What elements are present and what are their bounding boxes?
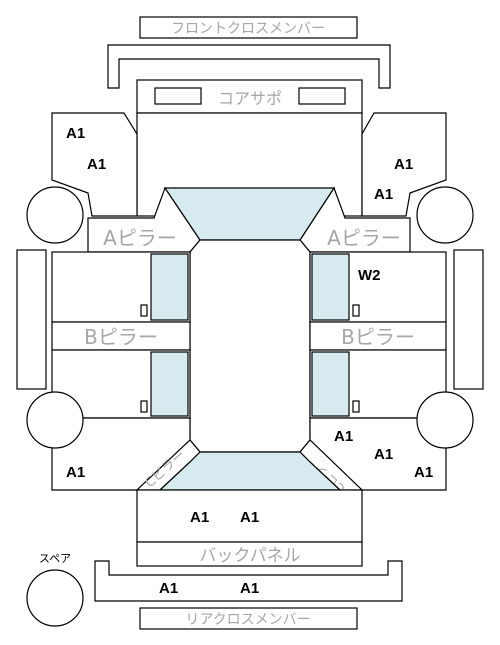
rear-cross-member-box xyxy=(139,607,358,630)
front-right-door-glass xyxy=(311,253,350,321)
rear-right-door-glass xyxy=(311,351,350,417)
core-support-label: コアサポ xyxy=(218,89,282,108)
rear-right-wheel[interactable] xyxy=(416,391,474,449)
damage-code-right-rear-quarter-1: A1 xyxy=(334,428,353,445)
rear-left-door-handle xyxy=(140,400,148,413)
headlight-left xyxy=(154,87,202,105)
damage-code-right-rear-quarter-2: A1 xyxy=(374,446,393,463)
trunk-lid[interactable] xyxy=(136,489,363,543)
rear-left-door-glass xyxy=(150,351,189,417)
front-left-door-handle xyxy=(140,304,148,317)
damage-code-right-rear-quarter-3: A1 xyxy=(414,464,433,481)
front-bumper xyxy=(107,44,391,89)
right-side-sill[interactable] xyxy=(453,249,484,390)
spare-label: スペア xyxy=(39,552,71,565)
damage-code-front-right-fender-upper: A1 xyxy=(394,156,413,173)
b-pillar-right-label: Bピラー xyxy=(341,325,415,349)
front-left-wheel[interactable] xyxy=(26,186,84,244)
a-pillar-right-label: Aピラー xyxy=(327,226,401,250)
left-side-sill[interactable] xyxy=(16,249,47,390)
front-right-door-handle xyxy=(352,304,360,317)
front-cross-member-label: フロントクロスメンバー xyxy=(171,21,325,37)
b-pillar-left-label: Bピラー xyxy=(84,325,158,349)
damage-code-right-front-door: W2 xyxy=(358,267,381,284)
damage-code-trunk-right: A1 xyxy=(240,509,259,526)
damage-code-trunk-left: A1 xyxy=(190,509,209,526)
front-right-wheel[interactable] xyxy=(416,186,474,244)
damage-code-left-rear-quarter: A1 xyxy=(66,464,85,481)
front-right-fender[interactable] xyxy=(361,112,447,217)
back-panel-label: バックパネル xyxy=(199,546,300,566)
rear-bumper[interactable] xyxy=(94,560,403,602)
damage-code-front-left-fender-lower: A1 xyxy=(87,156,106,173)
front-left-door-glass xyxy=(150,253,189,321)
damage-code-rear-bumper-left: A1 xyxy=(159,580,178,597)
rear-cross-member-label: リアクロスメンバー xyxy=(185,612,310,628)
damage-code-front-left-fender-upper: A1 xyxy=(66,125,85,142)
spare-wheel[interactable] xyxy=(26,569,84,627)
a-pillar-left-label: Aピラー xyxy=(103,226,177,250)
front-cross-member-box xyxy=(139,16,358,39)
b-pillar-right[interactable] xyxy=(309,321,447,351)
headlight-right xyxy=(298,87,346,105)
front-left-fender[interactable] xyxy=(51,112,138,217)
rear-left-wheel[interactable] xyxy=(26,391,84,449)
damage-code-front-right-fender-lower: A1 xyxy=(374,186,393,203)
rear-right-door-handle xyxy=(352,400,360,413)
damage-code-rear-bumper-right: A1 xyxy=(240,580,259,597)
back-panel[interactable] xyxy=(136,541,363,567)
roof-panel[interactable] xyxy=(189,239,311,453)
b-pillar-left[interactable] xyxy=(51,321,191,351)
